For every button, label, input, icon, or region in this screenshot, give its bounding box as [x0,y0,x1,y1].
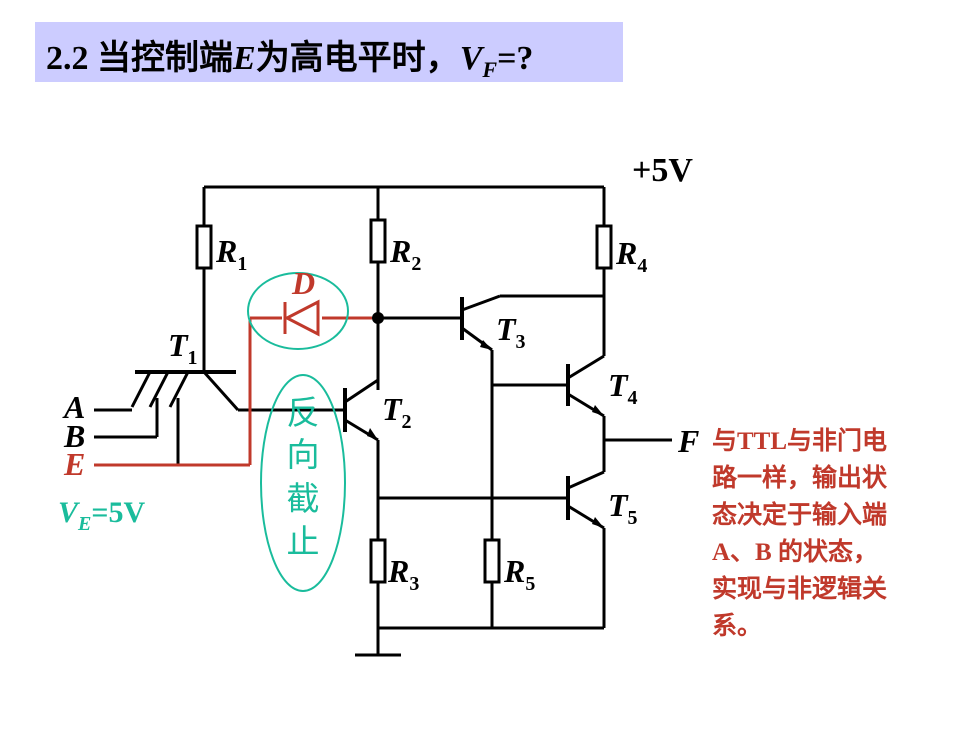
label-t4: T4 [608,367,638,409]
label-t1: T1 [168,327,198,369]
title-bar [35,22,623,82]
annotation-char-1: 反 [287,393,320,432]
note-line: 系。 [712,613,763,640]
annotation-char-2: 向 [287,435,320,474]
label-r1: R1 [215,233,247,275]
page-title: 2.2 当控制端E为高电平时，VF=? [46,40,534,82]
resistor-r1 [195,224,213,270]
label-diode: D [291,265,315,301]
input-a-label: A [62,389,85,425]
label-t5: T5 [608,487,638,529]
supply-label: +5V [632,152,693,189]
label-r3: R3 [387,553,419,595]
label-t2: T2 [382,391,412,433]
resistor-r5 [483,538,501,584]
label-r5: R5 [503,553,535,595]
note-line: A、B 的状态， [712,539,878,566]
input-b-label: B [63,418,85,454]
note-line: 路一样，输出状 [712,465,888,492]
label-r4: R4 [615,235,647,277]
note-line: 态决定于输入端 [712,502,888,529]
resistor-r4 [595,224,613,270]
resistor-r3 [369,538,387,584]
annotation-char-3: 截 [287,479,320,518]
label-t3: T3 [496,311,526,353]
explanation-note: 与TTL与非门电 路一样，输出状 态决定于输入端 A、B 的状态， 实现与非逻辑… [712,423,962,645]
ve-label: VE=5V [58,496,145,535]
output-f-label: F [677,423,699,459]
annotation-char-4: 止 [287,522,320,561]
diode-highlight [247,272,349,350]
input-e-label: E [63,446,85,482]
reverse-cutoff-highlight [260,374,346,592]
label-r2: R2 [389,233,421,275]
note-line: 实现与非逻辑关 [712,576,888,603]
note-line: 与TTL与非门电 [712,428,888,455]
resistor-r2 [369,218,387,264]
